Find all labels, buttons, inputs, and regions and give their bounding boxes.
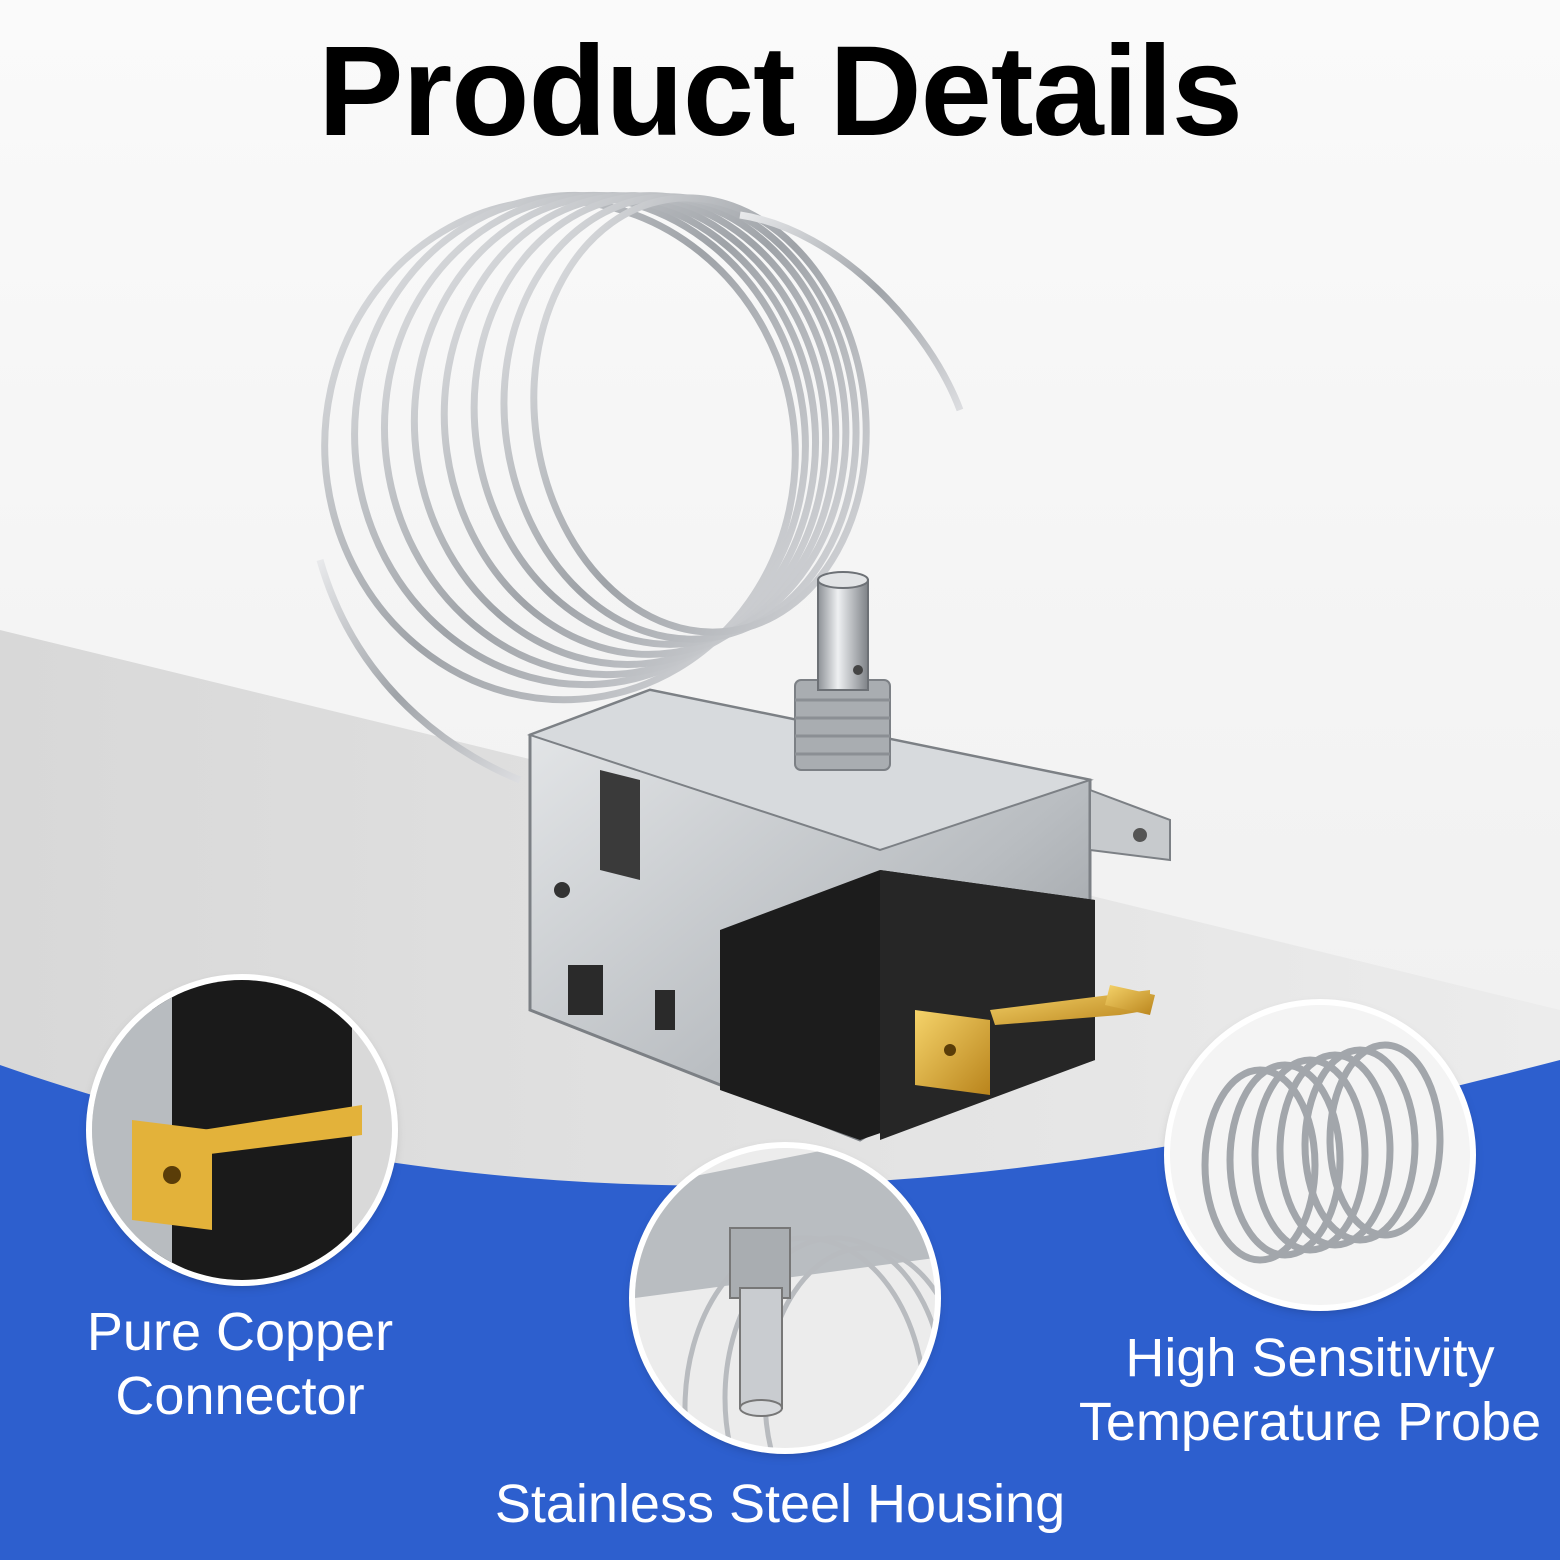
page-title: Product Details <box>318 20 1243 163</box>
feature-label-steel-housing: Stainless Steel Housing <box>430 1472 1130 1536</box>
copper-connector-detail <box>92 980 392 1280</box>
coil-probe-detail <box>1170 1005 1470 1305</box>
capillary-coil <box>316 191 964 784</box>
feature-label-line: Connector <box>115 1366 365 1426</box>
feature-label-line: High Sensitivity <box>1125 1328 1495 1388</box>
feature-label-copper-connector: Pure Copper Connector <box>40 1300 440 1428</box>
feature-label-temperature-probe: High Sensitivity Temperature Probe <box>1060 1326 1560 1454</box>
feature-label-line: Stainless Steel Housing <box>494 1474 1066 1534</box>
steel-housing-detail <box>635 1148 935 1448</box>
feature-label-line: Pure Copper <box>86 1302 394 1362</box>
feature-label-line: Temperature Probe <box>1078 1392 1542 1452</box>
